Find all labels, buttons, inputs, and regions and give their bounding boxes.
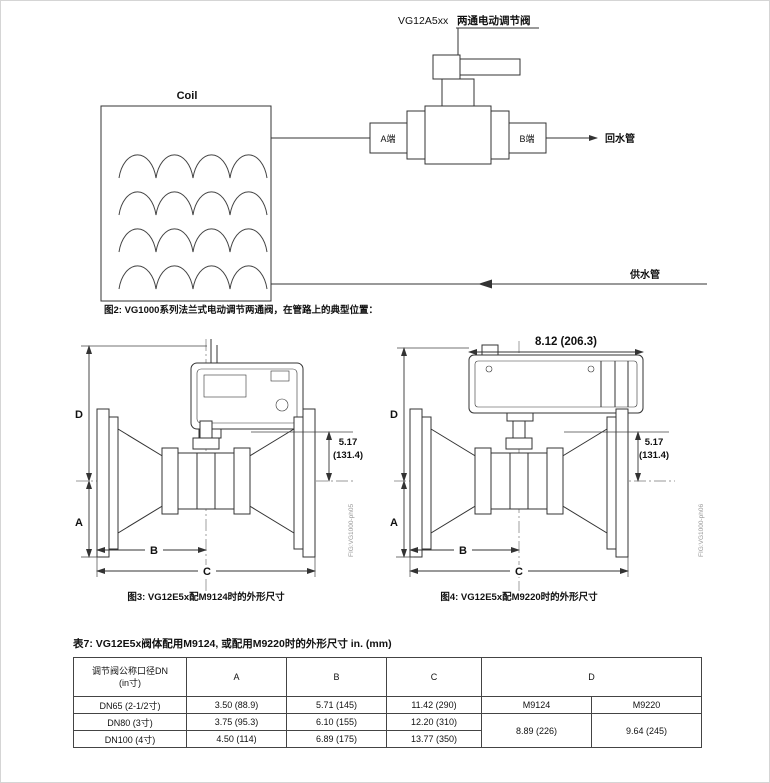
fig3-dim-b-label: B bbox=[150, 545, 158, 557]
fig4-actuator bbox=[468, 344, 644, 422]
valve-model-label: VG12A5xx bbox=[398, 15, 449, 27]
fig4-valve-body bbox=[409, 408, 629, 558]
fig4-dimensions: 8.12 (206.3) D A B C 5.17 (131.4 bbox=[390, 336, 669, 578]
fig4-dim-b-label: B bbox=[459, 545, 467, 557]
coil-label: Coil bbox=[177, 90, 198, 102]
supply-pipe-label: 供水管 bbox=[629, 268, 660, 281]
fig3-actuator bbox=[190, 339, 304, 439]
cell-d-m9124: 8.89 (226) bbox=[481, 713, 592, 748]
cell-dn80: DN80 (3寸) bbox=[73, 713, 187, 731]
fig4-dim-a-label: A bbox=[390, 517, 398, 529]
valve-type-label: 两通电动调节阀 bbox=[457, 14, 531, 27]
figure3: D A B C 5.17 (131.4) 图3: VG12E5x配M9124时的… bbox=[75, 339, 363, 603]
valve-assembly-symbol: A端 B端 bbox=[369, 54, 547, 165]
figure4: 8.12 (206.3) D A B C 5.17 (131.4 bbox=[390, 336, 705, 603]
fig3-valve-body bbox=[96, 408, 316, 558]
table-header-row: 调节阀公称口径DN (in寸) A B C D bbox=[73, 657, 702, 697]
fig2-caption: 图2: VG1000系列法兰式电动调节两通阀，在管路上的典型位置： bbox=[104, 304, 378, 316]
dimensions-table: 调节阀公称口径DN (in寸) A B C D DN65 (2-1/2寸) 3.… bbox=[73, 657, 702, 748]
col-header-c: C bbox=[386, 657, 482, 697]
fig3-code: FIG:VG1000-ph05 bbox=[348, 504, 355, 557]
col-header-b: B bbox=[286, 657, 387, 697]
fig4-caption: 图4: VG12E5x配M9220时的外形尺寸 bbox=[440, 591, 598, 603]
table-title: 表7: VG12E5x阀体配用M9124, 或配用M9220时的外形尺寸 in.… bbox=[73, 638, 392, 650]
fig3-dim-a-label: A bbox=[75, 517, 83, 529]
col-header-dn: 调节阀公称口径DN (in寸) bbox=[73, 657, 187, 697]
fig3-dim-c-label: C bbox=[203, 566, 211, 578]
fig3-dimensions: D A B C 5.17 (131.4) bbox=[75, 345, 363, 578]
fig3-caption: 图3: VG12E5x配M9124时的外形尺寸 bbox=[127, 591, 285, 603]
cell-dn100-a: 4.50 (114) bbox=[186, 730, 287, 748]
coil-symbol: Coil bbox=[100, 90, 272, 302]
cell-d-m9220: 9.64 (245) bbox=[591, 713, 702, 748]
table-row: DN80 (3寸) 3.75 (95.3) 6.10 (155) 12.20 (… bbox=[73, 713, 702, 748]
cell-dn100-b: 6.89 (175) bbox=[286, 730, 387, 748]
cell-dn100: DN100 (4寸) bbox=[73, 730, 187, 748]
col-header-dn-line1: 调节阀公称口径DN bbox=[92, 665, 168, 676]
port-a-label: A端 bbox=[380, 133, 395, 144]
fig4-dim-d-label: D bbox=[390, 409, 398, 421]
fig4-width-label: 8.12 (206.3) bbox=[535, 336, 597, 348]
table-row: DN65 (2-1/2寸) 3.50 (88.9) 5.71 (145) 11.… bbox=[73, 696, 702, 714]
return-pipe-label: 回水管 bbox=[605, 132, 635, 145]
cell-dn80-c: 12.20 (310) bbox=[386, 713, 482, 731]
cell-dn80-a: 3.75 (95.3) bbox=[186, 713, 287, 731]
fig3-dim-d-label: D bbox=[75, 409, 83, 421]
cell-dn65-b: 5.71 (145) bbox=[286, 696, 387, 714]
subheader-m9220: M9220 bbox=[591, 696, 702, 714]
fig3-height-mm-label: (131.4) bbox=[333, 450, 363, 461]
fig4-dim-c-label: C bbox=[515, 566, 523, 578]
table-row: DN100 (4寸) 4.50 (114) 6.89 (175) 13.77 (… bbox=[73, 730, 702, 748]
col-header-a: A bbox=[186, 657, 287, 697]
cell-dn65-c: 11.42 (290) bbox=[386, 696, 482, 714]
technical-drawings: VG12A5xx 两通电动调节阀 Coil A端 bbox=[75, 14, 707, 603]
fig4-code: FIG:VG1000-ph06 bbox=[698, 504, 705, 557]
cell-dn65: DN65 (2-1/2寸) bbox=[73, 696, 187, 714]
cell-dn100-c: 13.77 (350) bbox=[386, 730, 482, 748]
col-header-d: D bbox=[481, 657, 702, 697]
fig3-height-in-label: 5.17 bbox=[339, 437, 358, 448]
cell-dn80-b: 6.10 (155) bbox=[286, 713, 387, 731]
flow-arrow bbox=[478, 279, 492, 289]
subheader-m9124: M9124 bbox=[481, 696, 592, 714]
fig4-height-mm-label: (131.4) bbox=[639, 450, 669, 461]
col-header-dn-line2: (in寸) bbox=[119, 678, 141, 688]
piping-schematic: VG12A5xx 两通电动调节阀 Coil A端 bbox=[100, 14, 707, 316]
fig4-height-in-label: 5.17 bbox=[645, 437, 664, 448]
port-b-label: B端 bbox=[519, 133, 534, 144]
cell-dn65-a: 3.50 (88.9) bbox=[186, 696, 287, 714]
